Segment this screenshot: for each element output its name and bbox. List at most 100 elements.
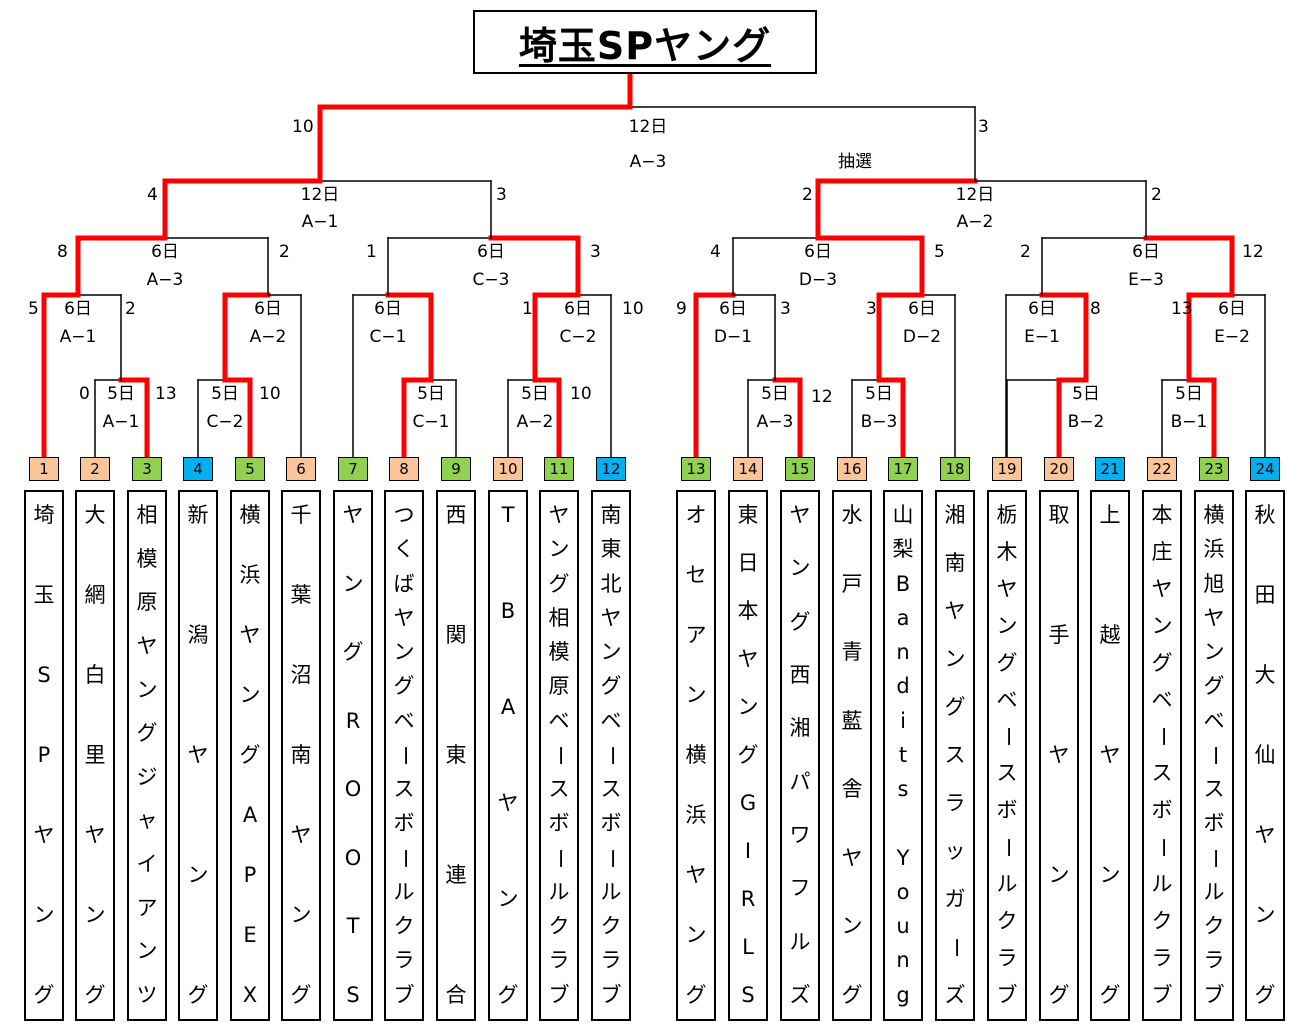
seed-badge: 21 [1095, 457, 1125, 481]
r1-1-score-left: 0 [79, 384, 90, 404]
r2-4-score-right: 10 [622, 299, 644, 319]
team-name-box: 本庄ヤングベースボールクラブ [1142, 490, 1182, 1021]
r2-1-score-right: 2 [125, 299, 136, 319]
seed-badge: 15 [785, 457, 815, 481]
semi2-day: 12日 [955, 185, 995, 205]
r2-6-code: D−2 [902, 327, 942, 347]
r2-8-code: E−2 [1214, 327, 1250, 347]
r2-3-day: 6日 [374, 299, 402, 319]
team-name: ヤング相模原ベースボールクラブ [547, 503, 572, 1007]
seed-badge: 17 [888, 457, 918, 481]
r2-5-score-left: 9 [676, 299, 687, 319]
semi2-code: A−2 [956, 212, 994, 232]
team-name-box: 上越ヤング [1090, 490, 1130, 1021]
team-name: 水戸青藍舎ヤング [841, 503, 863, 1007]
final-code: A−3 [629, 152, 667, 172]
r1-1-code: A−1 [102, 412, 140, 432]
r2-4-score-left: 1 [522, 299, 533, 319]
seed-badge: 12 [596, 457, 626, 481]
r1-8-code: B−1 [1170, 412, 1208, 432]
team-name-box: 新潟ヤング [178, 490, 218, 1021]
r2-1-score-left: 5 [28, 299, 39, 319]
final-score-left: 10 [292, 117, 314, 137]
r3-2-score-right: 3 [590, 242, 601, 262]
team-name: 相模原ヤングジャイアンツ [136, 503, 158, 1007]
r1-3-code: C−1 [412, 412, 450, 432]
r3-4-day: 6日 [1132, 242, 1160, 262]
seed-badge: 1 [29, 457, 59, 481]
r3-3-score-right: 5 [934, 242, 945, 262]
team-name: オセアン横浜ヤング [685, 503, 707, 1007]
r1-1-score-right: 13 [155, 384, 177, 404]
team-name-box: 南東北ヤングベースボールクラブ [591, 490, 631, 1021]
r2-6-day: 6日 [908, 299, 936, 319]
r3-1-score-left: 8 [57, 242, 68, 262]
team-name: 南東北ヤングベースボールクラブ [599, 503, 624, 1007]
team-name: 新潟ヤング [187, 503, 209, 1007]
team-name: つくばヤングベースボールクラブ [392, 503, 417, 1007]
r2-1-day: 6日 [64, 299, 92, 319]
semi2-score-left: 2 [802, 185, 813, 205]
team-name-box: ヤング西湘パワフルズ [780, 490, 820, 1021]
champion-name: 埼玉SPヤング [518, 23, 772, 68]
r2-8-day: 6日 [1218, 299, 1246, 319]
r1-7-code: B−2 [1067, 412, 1105, 432]
team-name-box: つくばヤングベースボールクラブ [384, 490, 424, 1021]
seed-badge: 8 [389, 457, 419, 481]
r2-8-score-left: 13 [1171, 299, 1193, 319]
r3-3-day: 6日 [804, 242, 832, 262]
r2-7-day: 6日 [1028, 299, 1056, 319]
r2-5-code: D−1 [713, 327, 753, 347]
seed-badge: 10 [493, 457, 523, 481]
seed-badge: 3 [132, 457, 162, 481]
team-name: 取手ヤング [1048, 503, 1070, 1007]
team-name-box: 湘南ヤングスラッガーズ [935, 490, 975, 1021]
semi2-score-right: 2 [1151, 185, 1162, 205]
r1-5-score-right: 12 [811, 387, 833, 407]
r2-3-code: C−1 [369, 327, 407, 347]
r3-1-score-right: 2 [279, 242, 290, 262]
r1-4-day: 5日 [521, 384, 549, 404]
r1-5-day: 5日 [761, 384, 789, 404]
team-name: 栃木ヤングベースボールクラブ [995, 503, 1020, 1007]
team-name-box: 千葉沼南ヤング [281, 490, 321, 1021]
team-name-box: 大網白里ヤング [75, 490, 115, 1021]
team-name-box: 秋田大仙ヤング [1245, 490, 1285, 1021]
seed-badge: 22 [1147, 457, 1177, 481]
seed-badge: 6 [286, 457, 316, 481]
team-name: 西関東連合 [445, 503, 467, 1007]
team-name-box: 横浜旭ヤングベースボールクラブ [1194, 490, 1234, 1021]
semi1-score-right: 3 [496, 185, 507, 205]
r2-4-day: 6日 [564, 299, 592, 319]
r2-7-code: E−1 [1024, 327, 1060, 347]
seed-badge: 9 [441, 457, 471, 481]
r1-3-day: 5日 [417, 384, 445, 404]
team-name: 本庄ヤングベースボールクラブ [1150, 503, 1175, 1007]
r1-2-day: 5日 [211, 384, 239, 404]
r3-4-score-right: 12 [1242, 242, 1264, 262]
r2-2-day: 6日 [254, 299, 282, 319]
seed-badge: 5 [235, 457, 265, 481]
r1-6-code: B−3 [860, 412, 898, 432]
r3-4-code: E−3 [1128, 270, 1164, 290]
seed-badge: 24 [1250, 457, 1280, 481]
final-score-right: 3 [978, 117, 989, 137]
r2-2-code: A−2 [249, 327, 287, 347]
r3-3-code: D−3 [798, 270, 838, 290]
r1-1-day: 5日 [107, 384, 135, 404]
r1-2-score-right: 10 [259, 384, 281, 404]
r3-2-day: 6日 [477, 242, 505, 262]
seed-badge: 20 [1044, 457, 1074, 481]
seed-badge: 7 [338, 457, 368, 481]
seed-badge: 4 [183, 457, 213, 481]
seed-badge: 16 [837, 457, 867, 481]
